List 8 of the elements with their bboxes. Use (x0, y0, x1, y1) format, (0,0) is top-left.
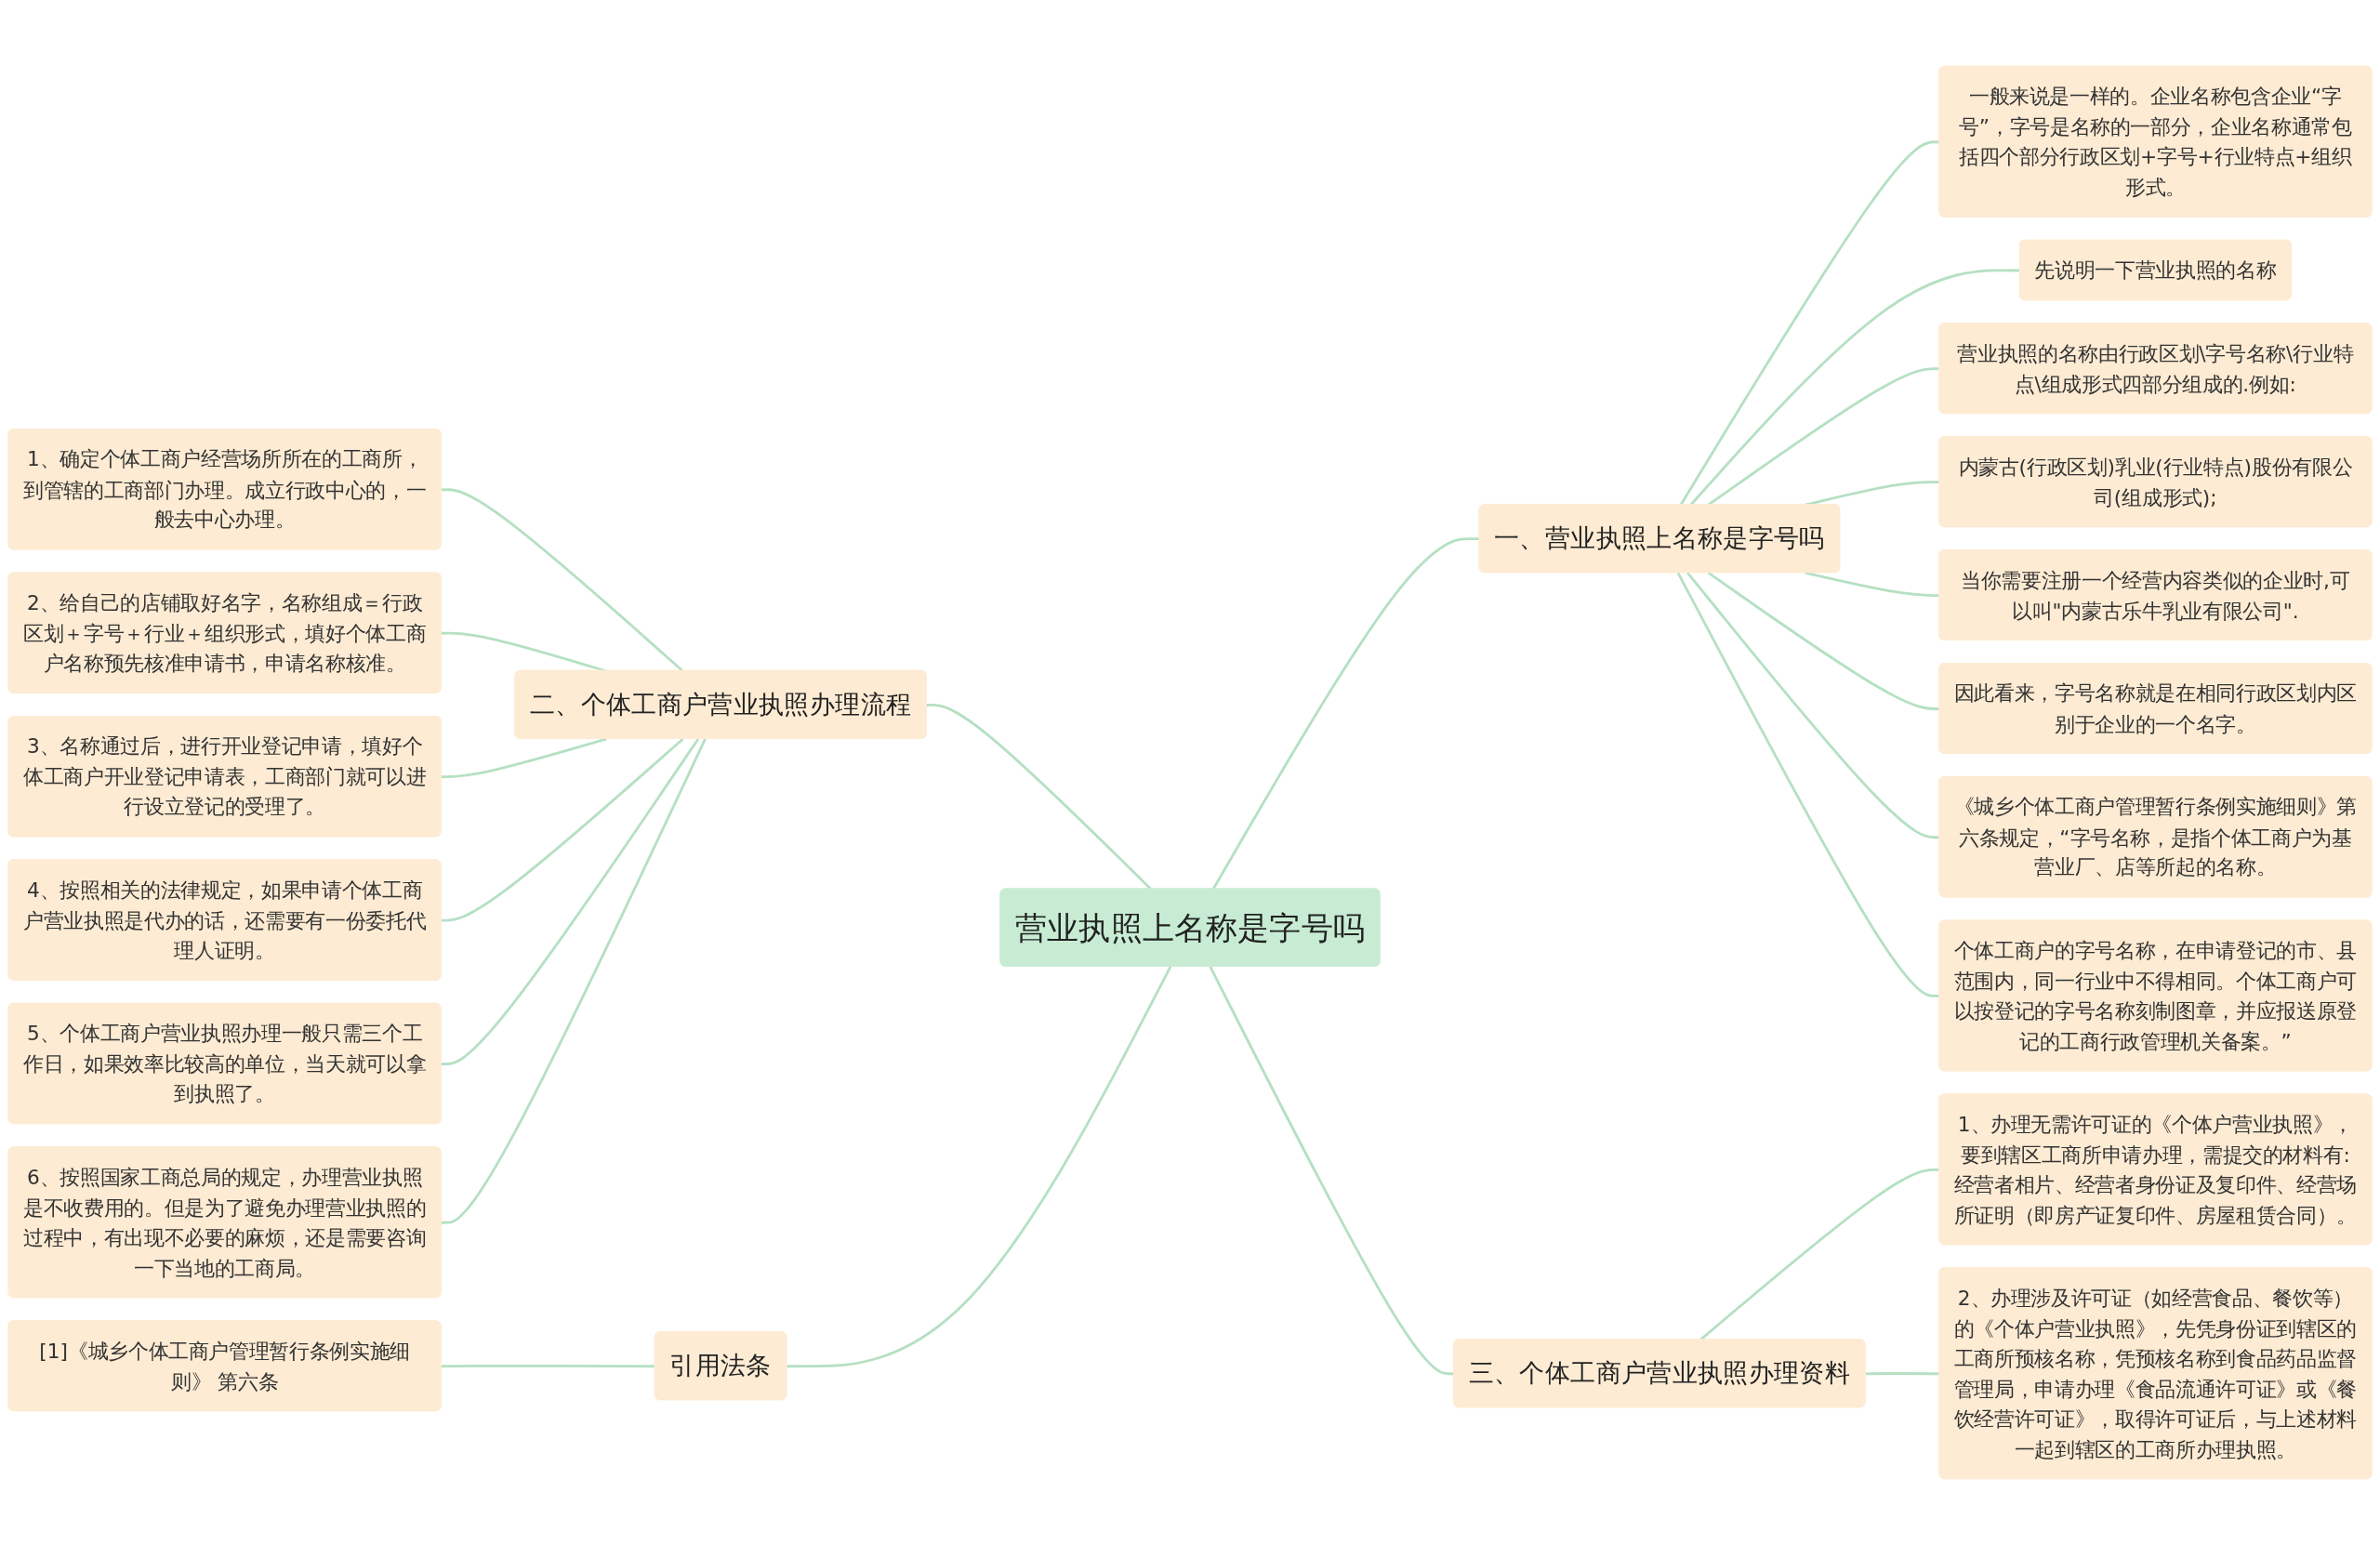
connector (441, 737, 684, 922)
connector (926, 703, 1153, 891)
connector (441, 738, 707, 1224)
connector (1211, 537, 1480, 891)
connector (441, 1364, 655, 1368)
connector (441, 737, 607, 779)
connector (441, 738, 700, 1065)
connector (787, 966, 1172, 1368)
